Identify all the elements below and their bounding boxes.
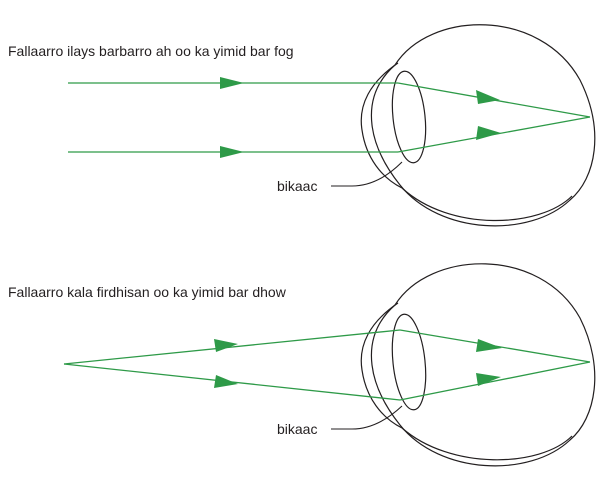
arrowhead: [476, 126, 501, 140]
eyeball-inner-curve: [401, 427, 573, 461]
arrowhead: [214, 375, 238, 388]
eyeball-bottom: [360, 263, 596, 467]
lens-top: [391, 70, 427, 164]
arrowhead: [476, 373, 501, 386]
arrowhead: [476, 339, 502, 352]
bottom-caption: Fallaarro kala firdhisan oo ka yimid bar…: [8, 284, 287, 300]
eyeball-outline: [370, 263, 596, 467]
bottom-lens-label: bikaac: [277, 421, 317, 437]
arrowhead: [214, 339, 238, 352]
distant-point-diagram: Fallaarro ilays barbarro ah oo ka yimid …: [8, 24, 596, 227]
arrowhead: [476, 90, 500, 104]
light-rays-top: [68, 77, 591, 158]
ray-upper: [63, 329, 401, 365]
eyeball-outline: [370, 24, 596, 227]
arrowhead: [220, 146, 244, 158]
bottom-lens-leader: [331, 405, 403, 430]
ray-lower-refracted: [399, 361, 591, 401]
lens-bottom: [391, 313, 427, 411]
top-caption: Fallaarro ilays barbarro ah oo ka yimid …: [8, 43, 294, 59]
eyeball-inner-curve: [401, 187, 573, 222]
light-rays-bottom: [63, 329, 591, 401]
cornea-outline: [360, 302, 403, 429]
eyeball-top: [360, 24, 596, 227]
top-lens-label: bikaac: [277, 178, 317, 194]
top-lens-leader: [331, 161, 403, 187]
near-point-diagram: Fallaarro kala firdhisan oo ka yimid bar…: [8, 263, 596, 467]
arrowhead: [220, 77, 244, 89]
